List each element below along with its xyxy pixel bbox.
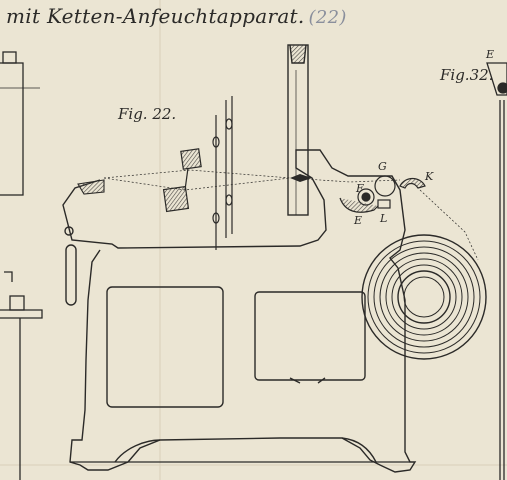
part-label-f: F bbox=[356, 182, 364, 195]
heddle-weights bbox=[162, 148, 202, 213]
part-label-l: L bbox=[380, 212, 388, 225]
part-label-e: E bbox=[354, 214, 363, 227]
title-text: mit Ketten-Anfeuchtapparat. bbox=[6, 4, 305, 28]
reed-clamp bbox=[290, 174, 312, 182]
moistening-apparatus bbox=[339, 175, 426, 213]
plate-title: mit Ketten-Anfeuchtapparat.(22) bbox=[6, 4, 347, 28]
machine-frame bbox=[62, 149, 417, 473]
left-edge-fragment bbox=[0, 51, 43, 480]
fig32-fragment bbox=[486, 62, 507, 480]
heddle-shafts bbox=[212, 96, 233, 250]
vertical-column bbox=[287, 44, 309, 216]
part-label-e-fig32: E bbox=[486, 48, 495, 61]
part-label-g: G bbox=[378, 160, 387, 173]
fig-32-label: Fig.32. bbox=[440, 66, 494, 84]
warp-beam bbox=[361, 234, 487, 360]
part-label-k: K bbox=[425, 170, 434, 183]
fig-22-label: Fig. 22. bbox=[118, 105, 177, 123]
plate-number: (22) bbox=[308, 7, 347, 28]
hatched-frame-cap bbox=[77, 179, 105, 195]
